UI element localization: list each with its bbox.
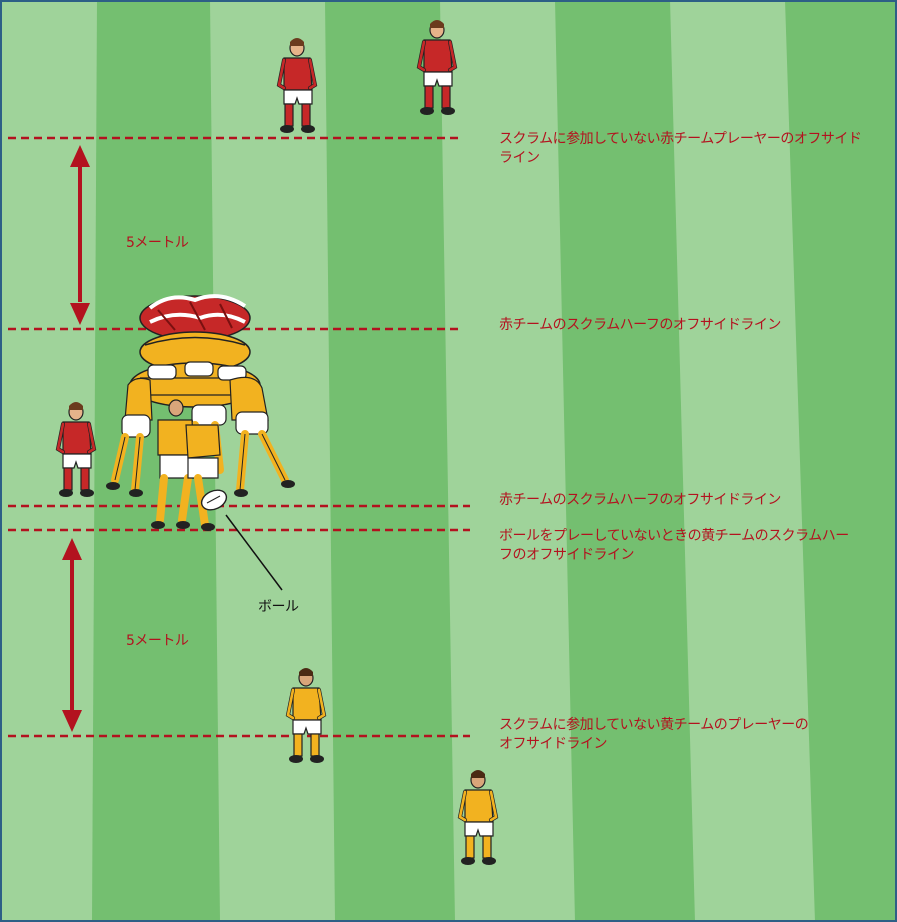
label-yellow-scrumhalf-offside: ボールをプレーしていないときの黄チームのスクラムハーフのオフサイドライン bbox=[499, 528, 849, 563]
label-red-nonscrum-offside: スクラムに参加していない赤チームプレーヤーのオフサイドライン bbox=[499, 131, 862, 166]
label-ball: ボール bbox=[258, 599, 299, 615]
label-yellow-nonscrum-offside: スクラムに参加していない黄チームのプレーヤーのオフサイドライン bbox=[499, 717, 809, 752]
label-red-scrumhalf-offside-1: 赤チームのスクラムハーフのオフサイドライン bbox=[499, 317, 781, 333]
label-distance-bottom: 5メートル bbox=[126, 633, 189, 649]
rugby-ball-icon bbox=[200, 489, 228, 511]
label-red-scrumhalf-offside-2: 赤チームのスクラムハーフのオフサイドライン bbox=[499, 492, 781, 508]
double-arrow-icon bbox=[70, 145, 90, 325]
double-arrow-icon bbox=[62, 538, 82, 732]
ball-pointer-line bbox=[225, 514, 283, 591]
label-distance-top: 5メートル bbox=[126, 235, 189, 251]
scrum bbox=[106, 294, 295, 531]
